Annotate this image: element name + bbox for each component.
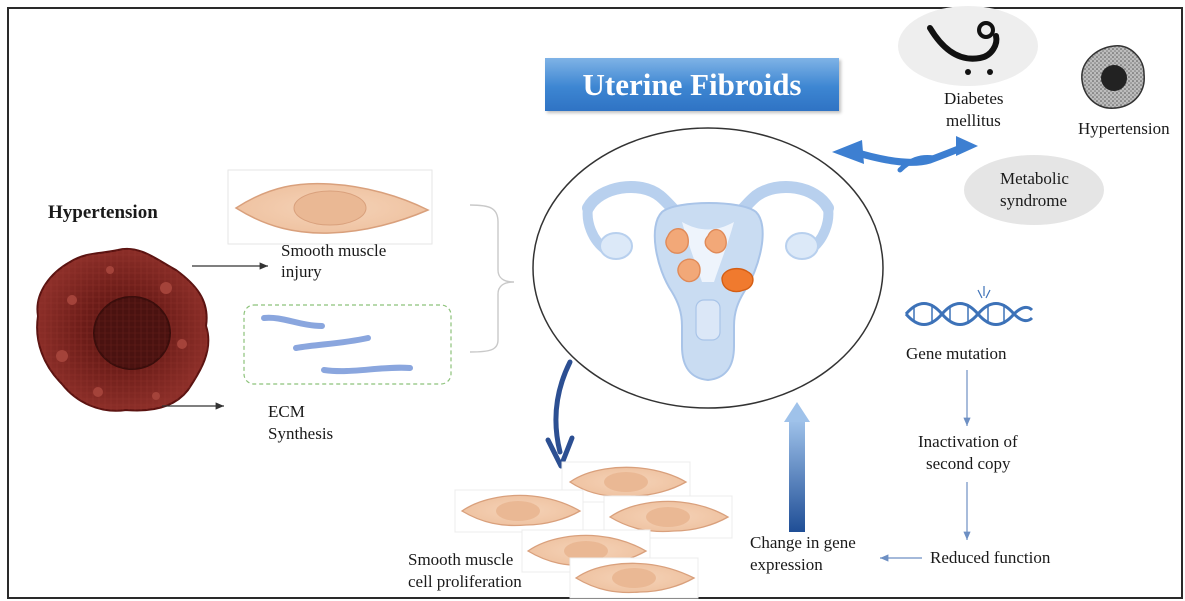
page-title: Uterine Fibroids bbox=[545, 58, 839, 111]
metabolic-label-2: syndrome bbox=[1000, 190, 1067, 212]
inactivation-label-1: Inactivation of bbox=[918, 431, 1018, 453]
gene-mutation-label: Gene mutation bbox=[906, 343, 1007, 365]
diabetes-label-1: Diabetes bbox=[944, 88, 1003, 110]
smooth-muscle-cell-image bbox=[228, 170, 432, 244]
merge-bracket bbox=[470, 205, 514, 352]
hypertension-gray-cell-icon bbox=[1082, 46, 1144, 108]
dna-icon bbox=[906, 286, 1032, 325]
right-hypertension-label: Hypertension bbox=[1078, 118, 1170, 140]
reduced-function-label: Reduced function bbox=[930, 547, 1050, 569]
gene-expression-label-1: Change in gene bbox=[750, 532, 856, 554]
ecm-label-1: ECM bbox=[268, 401, 305, 423]
comorbidity-double-arrow bbox=[832, 136, 978, 170]
proliferation-label-1: Smooth muscle bbox=[408, 549, 513, 571]
diabetes-label-2: mellitus bbox=[946, 110, 1001, 132]
ecm-label-2: Synthesis bbox=[268, 423, 333, 445]
gene-expression-label-2: expression bbox=[750, 554, 823, 576]
inactivation-label-2: second copy bbox=[926, 453, 1011, 475]
proliferation-label-2: cell proliferation bbox=[408, 571, 522, 593]
smooth-muscle-injury-label-1: Smooth muscle bbox=[281, 240, 386, 262]
left-hypertension-heading: Hypertension bbox=[48, 202, 158, 224]
gene-expression-up-arrow bbox=[784, 402, 810, 532]
hypertension-cell-icon bbox=[37, 249, 208, 411]
smooth-muscle-injury-label-2: injury bbox=[281, 261, 322, 283]
ecm-fibers-image bbox=[244, 305, 451, 384]
proliferation-arrow bbox=[548, 362, 572, 466]
metabolic-label-1: Metabolic bbox=[1000, 168, 1069, 190]
